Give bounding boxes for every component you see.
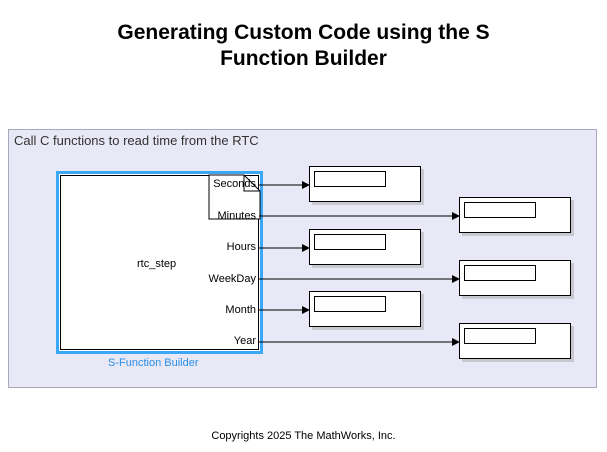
display-block-year[interactable] bbox=[459, 323, 571, 359]
model-title: Generating Custom Code using the S Funct… bbox=[0, 20, 607, 72]
port-label-seconds: Seconds bbox=[213, 178, 256, 190]
display-value-field bbox=[314, 171, 386, 187]
display-value-field bbox=[464, 265, 536, 281]
display-value-field bbox=[314, 296, 386, 312]
display-value-field bbox=[464, 328, 536, 344]
port-label-month: Month bbox=[225, 304, 256, 316]
port-label-hours: Hours bbox=[226, 241, 256, 253]
display-block-seconds[interactable] bbox=[309, 166, 421, 202]
display-value-field bbox=[464, 202, 536, 218]
area-label: Call C functions to read time from the R… bbox=[14, 133, 259, 148]
display-value-field bbox=[314, 234, 386, 250]
display-block-minutes[interactable] bbox=[459, 197, 571, 233]
title-line-2: Function Builder bbox=[220, 47, 387, 70]
title-line-1: Generating Custom Code using the S bbox=[117, 21, 490, 44]
port-label-minutes: Minutes bbox=[217, 210, 256, 222]
port-label-year: Year bbox=[233, 335, 256, 347]
block-caption[interactable]: S-Function Builder bbox=[108, 357, 199, 369]
port-label-weekday: WeekDay bbox=[208, 273, 256, 285]
copyright-footer: Copyrights 2025 The MathWorks, Inc. bbox=[211, 430, 396, 442]
document-icon bbox=[208, 174, 261, 220]
display-block-month[interactable] bbox=[309, 291, 421, 327]
display-block-hours[interactable] bbox=[309, 229, 421, 265]
display-block-weekday[interactable] bbox=[459, 260, 571, 296]
function-name: rtc_step bbox=[137, 258, 177, 270]
